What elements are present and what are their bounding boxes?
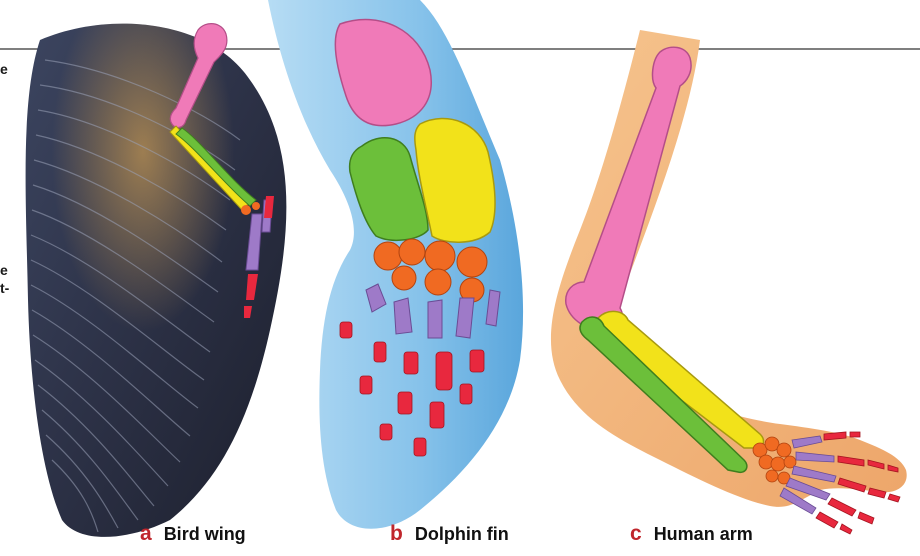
bird-wing-illustration [25,23,287,537]
caption-label: Human arm [653,524,753,544]
arm-phalanges [815,431,901,535]
bird-carpal [241,205,251,215]
margin-fragment: e [0,262,8,278]
margin-fragment: t- [0,280,10,296]
bird-ulna [175,127,257,207]
fin-metacarpals [365,283,501,339]
arm-metacarpals [779,435,837,515]
caption-label: Dolphin fin [414,524,509,544]
caption-label: Bird wing [163,524,246,544]
human-arm-illustration [550,30,907,535]
feather-lines [30,59,241,533]
caption-letter: a [140,522,152,545]
fin-phalanges [339,321,485,457]
bird-metacarpals [245,213,263,271]
bird-phalanges [246,274,258,300]
caption-dolphin-fin: b Dolphin fin [390,522,509,546]
caption-letter: c [630,522,642,545]
arm-carpals [752,436,797,485]
fin-humerus [334,18,432,127]
caption-bird-wing: a Bird wing [140,522,246,546]
dolphin-fin-illustration [268,0,524,529]
fin-radius [414,117,496,243]
arm-ulna [579,316,748,474]
caption-letter: b [390,522,403,545]
bird-humerus [169,23,228,129]
margin-fragment: e [0,61,8,77]
caption-human-arm: c Human arm [630,522,753,546]
